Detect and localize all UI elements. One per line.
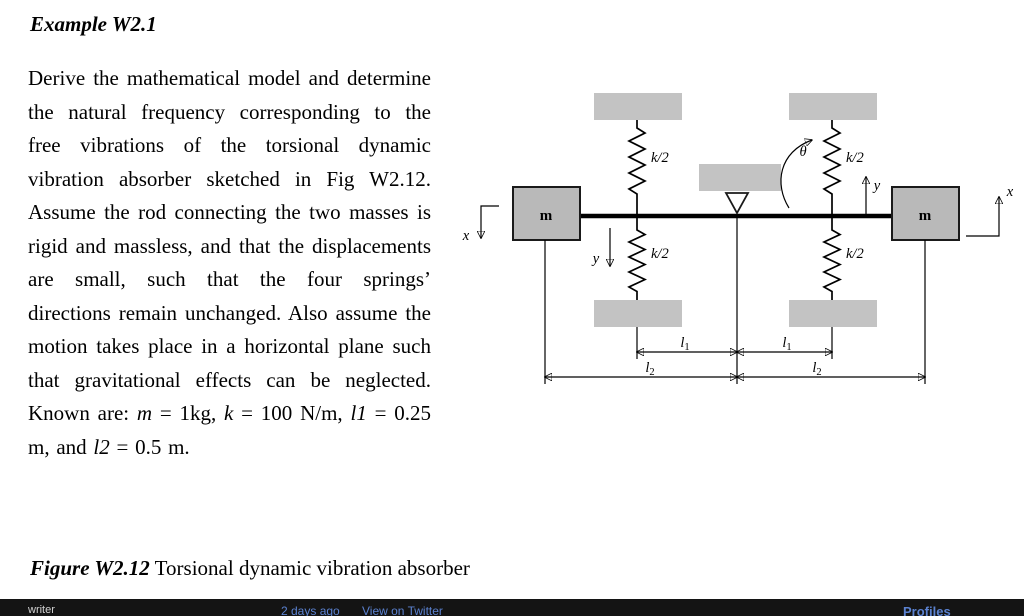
theta-label: θ bbox=[799, 144, 806, 160]
y-label-left: y bbox=[591, 251, 600, 267]
footer-profiles-link[interactable]: Profiles bbox=[903, 604, 951, 616]
spring-right-top bbox=[822, 120, 842, 216]
figure-caption: Figure W2.12 Torsional dynamic vibration… bbox=[30, 556, 470, 581]
bottom-bar: writer 2 days ago View on Twitter Profil… bbox=[0, 599, 1024, 616]
mass-left bbox=[512, 186, 581, 241]
var-l1: l1 bbox=[350, 401, 367, 425]
text-segment: = 0.25 m, and bbox=[28, 401, 432, 459]
dim-label-l2-left: l2 bbox=[645, 360, 654, 378]
example-title: Example W2.1 bbox=[30, 12, 157, 36]
mass-left-label: m bbox=[540, 208, 553, 224]
dim-label-l1-right: l1 bbox=[782, 335, 791, 353]
var-m: m bbox=[136, 401, 153, 425]
support-right-top bbox=[789, 93, 877, 120]
spring-left-bottom bbox=[626, 216, 648, 300]
dim-label-l1-left: l1 bbox=[680, 335, 689, 353]
spring-right-bottom bbox=[821, 216, 843, 300]
figure-caption-number: Figure W2.12 bbox=[30, 556, 150, 580]
mass-right-label: m bbox=[919, 208, 932, 224]
var-k: k bbox=[224, 401, 234, 425]
support-center bbox=[699, 164, 781, 191]
support-left-bottom bbox=[594, 300, 682, 327]
problem-statement: m m k/2 k/2 k/2 k/2 θ y y x bbox=[28, 62, 1014, 464]
x-label-right: x bbox=[1006, 184, 1014, 200]
footer-source-link[interactable]: View on Twitter bbox=[362, 604, 443, 616]
footer-left-text: writer bbox=[28, 604, 55, 616]
var-l2: l2 bbox=[93, 434, 110, 459]
mass-right bbox=[891, 186, 960, 241]
spring-left-top bbox=[627, 120, 647, 216]
x-arrow-left bbox=[481, 205, 499, 238]
figure-caption-text: Torsional dynamic vibration absorber bbox=[149, 556, 470, 580]
pivot-triangle bbox=[724, 192, 750, 215]
footer-timestamp-link[interactable]: 2 days ago bbox=[281, 604, 340, 616]
text-segment: = 1kg, bbox=[152, 401, 225, 425]
vibration-absorber-diagram: m m k/2 k/2 k/2 k/2 θ y y x bbox=[462, 93, 1014, 384]
spring-rate-right-bottom: k/2 bbox=[846, 246, 864, 262]
spring-rate-right-top: k/2 bbox=[846, 150, 864, 166]
dim-label-l2-right: l2 bbox=[812, 360, 821, 378]
x-label-left: x bbox=[462, 228, 470, 244]
theta-rotation-arrow bbox=[780, 140, 812, 209]
text-segment: = 0.5 m. bbox=[109, 434, 190, 459]
figure-w2-12: m m k/2 k/2 k/2 k/2 θ y y x bbox=[431, 62, 1014, 464]
x-arrow-right bbox=[966, 197, 999, 237]
spring-rate-left-bottom: k/2 bbox=[651, 246, 669, 262]
text-segment: = 100 N/m, bbox=[233, 401, 351, 425]
support-right-bottom bbox=[789, 300, 877, 327]
text-segment: Derive the mathematical model and determ… bbox=[28, 66, 431, 425]
support-left-top bbox=[594, 93, 682, 120]
problem-text: Derive the mathematical model and determ… bbox=[28, 62, 994, 464]
spring-rate-left-top: k/2 bbox=[651, 150, 669, 166]
y-label-right: y bbox=[872, 178, 881, 194]
